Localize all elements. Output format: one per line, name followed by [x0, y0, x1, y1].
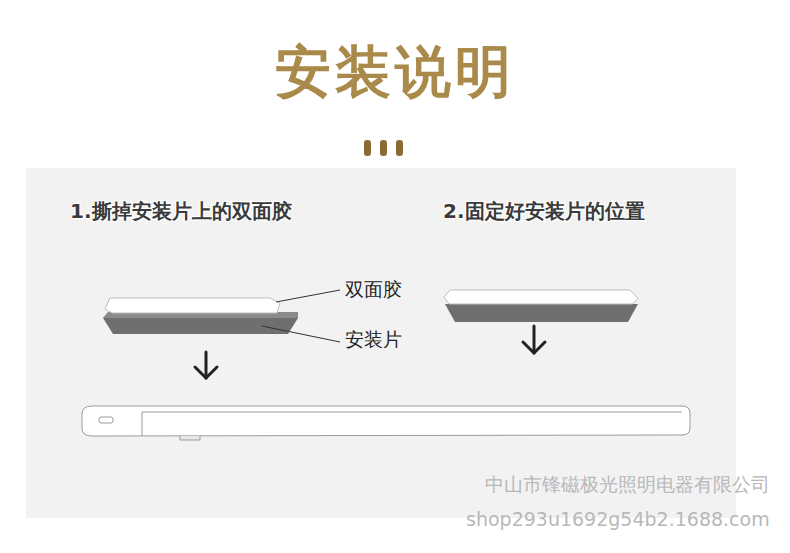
title: 安装说明 — [275, 40, 515, 104]
leader-line — [262, 326, 340, 342]
watermark: 中山市锋磁极光照明电器有限公司 — [485, 474, 770, 496]
double-tape — [105, 298, 280, 313]
down-arrow — [195, 326, 545, 378]
mounting-plate — [445, 304, 638, 322]
leader-line — [276, 290, 340, 302]
part-label: 双面胶 — [345, 279, 402, 301]
step-label: 1.撕掉安装片上的双面胶 — [70, 200, 292, 223]
watermark: shop293u1692g54b2.1688.com — [466, 509, 770, 531]
step-label: 2.固定好安装片的位置 — [443, 200, 645, 223]
part-label: 安装片 — [345, 329, 402, 351]
double-tape — [444, 290, 638, 304]
light-bar — [82, 406, 690, 440]
panel — [26, 168, 736, 518]
mounting-plate — [103, 318, 298, 334]
title-dots — [364, 140, 403, 156]
